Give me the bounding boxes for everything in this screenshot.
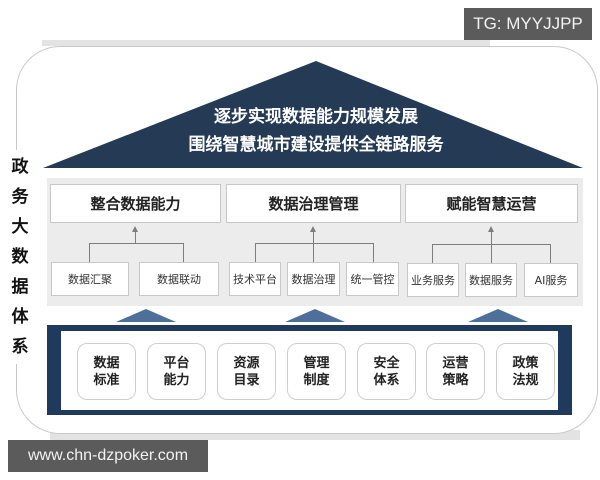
tile-line: 标准 [93, 372, 120, 388]
connector-line [135, 231, 136, 243]
pillar-header-governance: 数据治理管理 [226, 184, 401, 223]
connector-line [255, 243, 374, 244]
sub-item-business-service: 业务服务 [407, 263, 459, 297]
foundation-tile-policy-regulation: 政策 法规 [496, 343, 555, 400]
tile-line: 运营 [442, 355, 469, 371]
foundation-tile-resource-catalog: 资源 目录 [217, 343, 276, 400]
foundation-tile-platform-capability: 平台 能力 [147, 343, 206, 400]
arrow-up-icon [132, 226, 138, 232]
connector-line [432, 244, 551, 245]
connector-line [432, 244, 433, 263]
tile-line: 安全 [373, 355, 400, 371]
pillar-header-operations: 赋能智慧运营 [405, 184, 578, 223]
foundation-tile-security-system: 安全 体系 [357, 343, 416, 400]
connector-line [183, 243, 184, 262]
tile-line: 体系 [373, 372, 400, 388]
side-title-char: 政 [11, 157, 29, 177]
side-title-char: 务 [11, 187, 29, 207]
arrow-up-icon [310, 226, 316, 232]
connector-line [550, 244, 551, 263]
watermark-top: TG: MYYJJPP [464, 8, 592, 40]
connector-line [373, 243, 374, 262]
roof-line-1: 逐步实现数据能力规模发展 [214, 107, 418, 127]
watermark-bottom: www.chn-dzpoker.com [8, 440, 208, 472]
sub-item-data-linkage: 数据联动 [139, 262, 219, 296]
connector-line [255, 243, 256, 262]
support-arrow-icon [285, 309, 345, 322]
sub-item-data-governance: 数据治理 [287, 262, 340, 296]
roof-triangle [43, 61, 583, 168]
sub-item-data-aggregation: 数据汇聚 [51, 262, 129, 296]
tile-line: 管理 [303, 355, 330, 371]
side-title-char: 大 [11, 217, 29, 237]
foundation-tile-management-system: 管理 制度 [287, 343, 346, 400]
tile-line: 策略 [442, 372, 469, 388]
connector-line [491, 231, 492, 263]
tile-line: 能力 [163, 372, 190, 388]
pillar-header-integrate: 整合数据能力 [50, 184, 221, 223]
side-title: 政 务 大 数 据 体 系 [6, 150, 34, 364]
connector-line [89, 243, 90, 262]
tile-line: 平台 [163, 355, 190, 371]
roof-text: 逐步实现数据能力规模发展 围绕智慧城市建设提供全链路服务 [120, 103, 512, 159]
foundation-tile-operation-strategy: 运营 策略 [426, 343, 485, 400]
tile-line: 资源 [233, 355, 260, 371]
tile-line: 制度 [303, 372, 330, 388]
arrow-up-icon [488, 226, 494, 232]
bottom-shadow-strip [50, 430, 580, 440]
side-title-char: 系 [11, 337, 29, 357]
tile-line: 数据 [93, 355, 120, 371]
connector-line [89, 243, 184, 244]
support-arrow-icon [468, 309, 528, 322]
sub-item-data-service: 数据服务 [465, 263, 517, 297]
sub-item-tech-platform: 技术平台 [229, 262, 281, 296]
side-title-char: 数 [11, 247, 29, 267]
connector-line [313, 231, 314, 262]
top-shadow-strip [42, 40, 490, 46]
foundation-tile-data-standard: 数据 标准 [77, 343, 136, 400]
support-arrow-icon [116, 309, 176, 322]
tile-line: 政策 [512, 355, 539, 371]
sub-item-ai-service: AI服务 [524, 263, 578, 297]
side-title-char: 体 [11, 307, 29, 327]
roof-line-2: 围绕智慧城市建设提供全链路服务 [188, 135, 444, 155]
tile-line: 法规 [512, 372, 539, 388]
tile-line: 目录 [233, 372, 260, 388]
sub-item-unified-control: 统一管控 [346, 262, 399, 296]
side-title-char: 据 [11, 277, 29, 297]
